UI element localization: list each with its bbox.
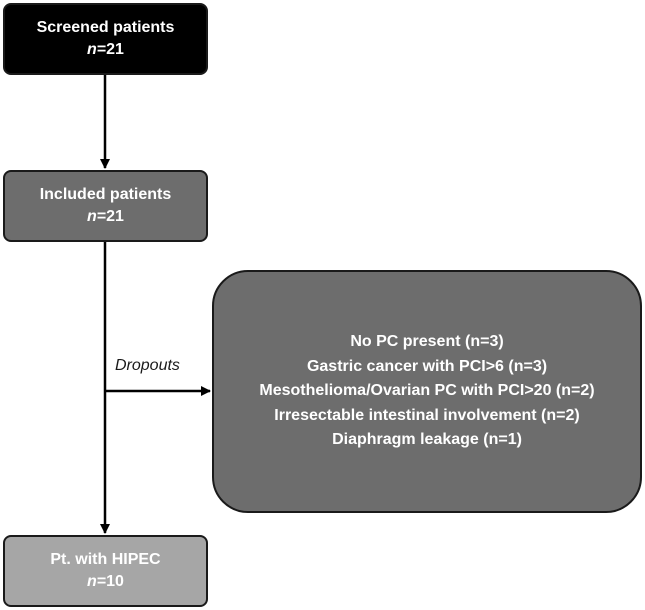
dropout-reason: Diaphragm leakage (n=1) [332,431,522,449]
dropout-reason: Mesothelioma/Ovarian PC with PCI>20 (n=2… [259,382,595,400]
screened-n-label: n [87,41,97,58]
hipec-count: n=10 [87,571,124,593]
hipec-title: Pt. with HIPEC [50,551,161,568]
hipec-n-value: =10 [96,573,124,590]
screened-n-value: =21 [96,41,124,58]
included-n-value: =21 [96,208,124,225]
included-patients-box: Included patients n=21 [3,170,208,242]
hipec-n-label: n [87,573,97,590]
dropout-reason: Irresectable intestinal involvement (n=2… [274,406,580,424]
included-count: n=21 [87,206,124,228]
included-n-label: n [87,208,97,225]
dropout-reason: No PC present (n=3) [350,333,504,351]
screened-title: Screened patients [36,19,175,36]
screened-patients-box: Screened patients n=21 [3,3,208,75]
dropouts-label: Dropouts [115,357,180,374]
hipec-patients-box: Pt. with HIPEC n=10 [3,535,208,607]
dropout-reasons-box: No PC present (n=3) Gastric cancer with … [212,270,642,513]
included-title: Included patients [39,186,172,203]
dropout-reason: Gastric cancer with PCI>6 (n=3) [306,357,548,375]
screened-count: n=21 [87,39,124,61]
